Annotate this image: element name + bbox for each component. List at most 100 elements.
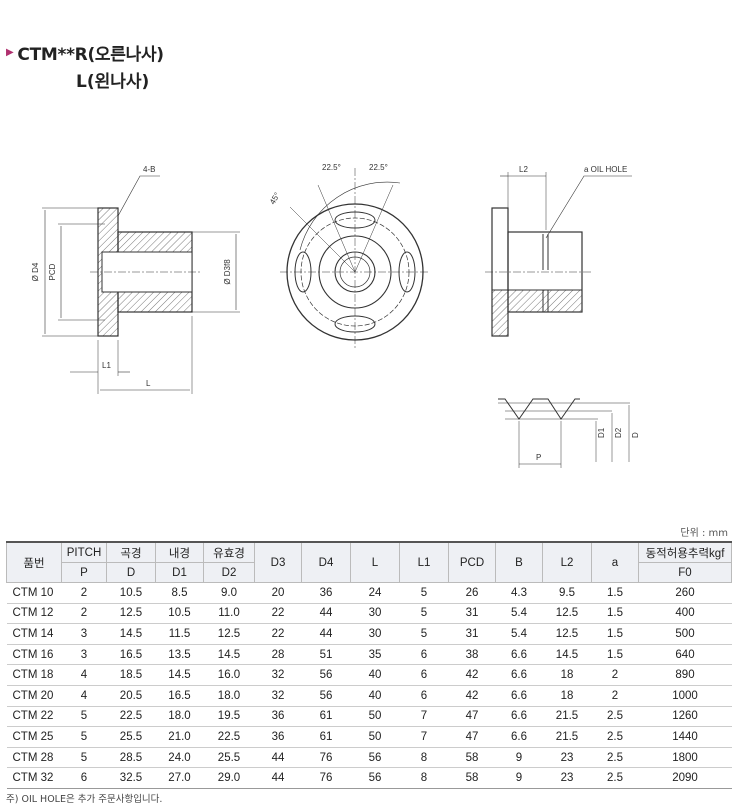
table-cell: 38 bbox=[448, 644, 496, 666]
table-cell: 6 bbox=[399, 644, 449, 666]
side-section-view bbox=[42, 175, 240, 394]
table-cell: 21.5 bbox=[542, 706, 592, 728]
table-cell: 36 bbox=[254, 726, 302, 748]
table-cell: 5 bbox=[61, 726, 107, 748]
th-inner: 내경 bbox=[155, 541, 204, 563]
table-cell: 56 bbox=[301, 664, 351, 686]
table-cell: 6 bbox=[399, 664, 449, 686]
table-cell: 2 bbox=[591, 664, 639, 686]
table-cell: 10.5 bbox=[155, 603, 204, 625]
table-cell: 5.4 bbox=[495, 603, 543, 625]
table-cell: 18 bbox=[542, 685, 592, 707]
technical-drawing: 4-B Ø D4 PCD Ø D3f8 L1 L 22.5° 22.5° 45°… bbox=[31, 163, 640, 468]
table-cell: 32.5 bbox=[106, 767, 156, 789]
table-cell: 6.6 bbox=[495, 726, 543, 748]
table-cell: 8.5 bbox=[155, 582, 204, 604]
th-pcd: PCD bbox=[448, 541, 496, 583]
table-cell: 26 bbox=[448, 582, 496, 604]
cell-part-number: CTM 28 bbox=[6, 747, 62, 769]
table-cell: 16.5 bbox=[106, 644, 156, 666]
table-cell: 30 bbox=[350, 603, 400, 625]
table-cell: 2 bbox=[61, 603, 107, 625]
title-block: ▶ CTM**R(오른나사) L(왼나사) bbox=[6, 40, 164, 92]
th-d3: D3 bbox=[254, 541, 302, 583]
th-part: 품번 bbox=[6, 541, 62, 583]
table-cell: 16.0 bbox=[203, 664, 255, 686]
table-cell: 1440 bbox=[638, 726, 732, 748]
table-cell: 3 bbox=[61, 623, 107, 645]
table-cell: 1800 bbox=[638, 747, 732, 769]
label-pcd: PCD bbox=[48, 263, 57, 280]
table-cell: 14.5 bbox=[106, 623, 156, 645]
side-view-oil-hole bbox=[485, 172, 632, 337]
table-cell: 9.0 bbox=[203, 582, 255, 604]
table-cell: 22.5 bbox=[203, 726, 255, 748]
label-angle3: 45° bbox=[268, 191, 282, 206]
th-outer: 곡경 bbox=[106, 541, 156, 563]
table-cell: 8 bbox=[399, 747, 449, 769]
table-cell: 7 bbox=[399, 726, 449, 748]
table-cell: 42 bbox=[448, 685, 496, 707]
table-cell: 14.5 bbox=[203, 644, 255, 666]
table-cell: 1.5 bbox=[591, 644, 639, 666]
th-effective: 유효경 bbox=[203, 541, 255, 563]
table-cell: 22 bbox=[254, 623, 302, 645]
table-cell: 1260 bbox=[638, 706, 732, 728]
table-cell: 21.0 bbox=[155, 726, 204, 748]
table-cell: 58 bbox=[448, 767, 496, 789]
table-cell: 2 bbox=[591, 685, 639, 707]
table-cell: 500 bbox=[638, 623, 732, 645]
cell-part-number: CTM 16 bbox=[6, 644, 62, 666]
table-cell: 11.5 bbox=[155, 623, 204, 645]
table-cell: 18.0 bbox=[155, 706, 204, 728]
table-cell: 6.6 bbox=[495, 664, 543, 686]
table-cell: 11.0 bbox=[203, 603, 255, 625]
label-l1: L1 bbox=[102, 361, 111, 370]
table-cell: 8 bbox=[399, 767, 449, 789]
label-thread-d2: D2 bbox=[614, 427, 623, 438]
label-d4: Ø D4 bbox=[31, 262, 40, 281]
table-cell: 31 bbox=[448, 603, 496, 625]
table-cell: 9 bbox=[495, 747, 543, 769]
th-l2: L2 bbox=[542, 541, 592, 583]
cell-part-number: CTM 14 bbox=[6, 623, 62, 645]
label-l: L bbox=[146, 379, 151, 388]
label-thread-d: D bbox=[631, 432, 640, 438]
th-sub-f0: F0 bbox=[638, 562, 732, 583]
th-a: a bbox=[591, 541, 639, 583]
table-cell: 2 bbox=[61, 582, 107, 604]
table-cell: 23 bbox=[542, 747, 592, 769]
label-l2: L2 bbox=[519, 165, 528, 174]
table-cell: 20 bbox=[254, 582, 302, 604]
table-cell: 4 bbox=[61, 685, 107, 707]
table-cell: 76 bbox=[301, 767, 351, 789]
table-cell: 5 bbox=[61, 747, 107, 769]
table-cell: 44 bbox=[301, 603, 351, 625]
cell-part-number: CTM 20 bbox=[6, 685, 62, 707]
table-cell: 400 bbox=[638, 603, 732, 625]
label-thread-d1: D1 bbox=[597, 427, 606, 438]
cell-part-number: CTM 10 bbox=[6, 582, 62, 604]
table-cell: 44 bbox=[254, 747, 302, 769]
table-cell: 2.5 bbox=[591, 726, 639, 748]
table-cell: 61 bbox=[301, 726, 351, 748]
table-cell: 24 bbox=[350, 582, 400, 604]
table-cell: 6 bbox=[399, 685, 449, 707]
label-thread-p: P bbox=[536, 453, 541, 462]
table-cell: 30 bbox=[350, 623, 400, 645]
table-cell: 1.5 bbox=[591, 623, 639, 645]
label-angle1: 22.5° bbox=[322, 163, 341, 172]
table-cell: 14.5 bbox=[155, 664, 204, 686]
table-cell: 50 bbox=[350, 726, 400, 748]
table-cell: 5 bbox=[399, 623, 449, 645]
table-cell: 47 bbox=[448, 726, 496, 748]
table-cell: 18 bbox=[542, 664, 592, 686]
table-cell: 1000 bbox=[638, 685, 732, 707]
table-cell: 56 bbox=[350, 767, 400, 789]
table-cell: 32 bbox=[254, 664, 302, 686]
